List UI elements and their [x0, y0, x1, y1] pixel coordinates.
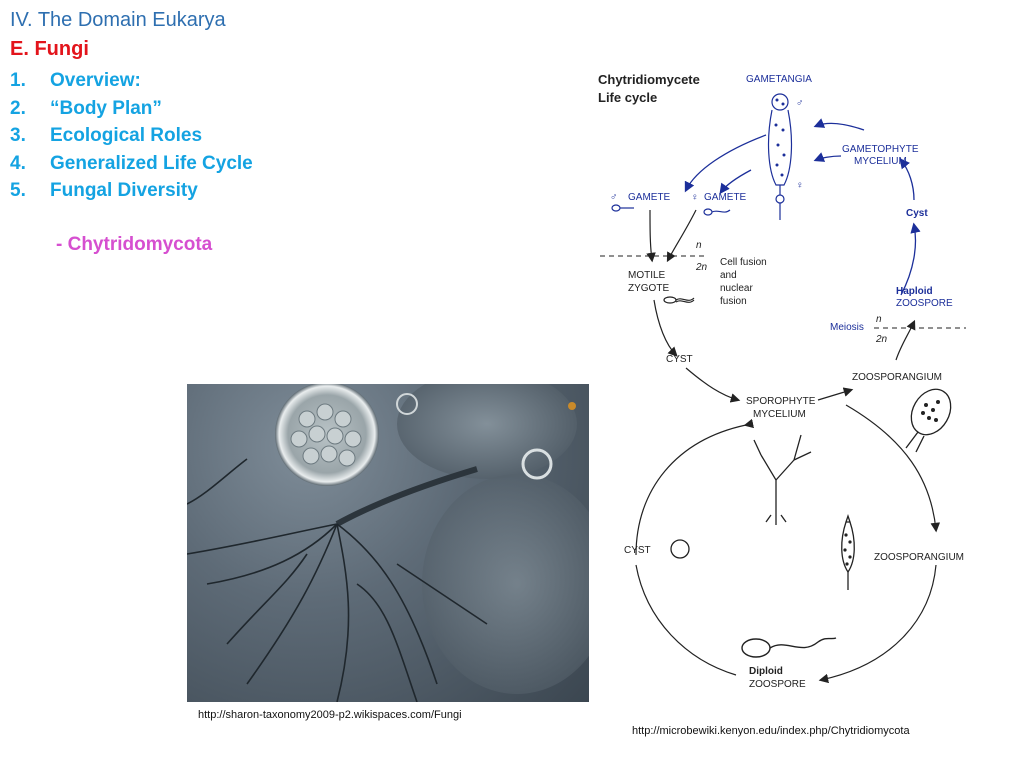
arrow-cyst-up [899, 157, 915, 201]
micrograph-image [187, 384, 589, 702]
label-cyst-lower: CYST [624, 545, 651, 556]
gametangia-drawing [767, 93, 793, 220]
label-haploid: Haploid [896, 286, 933, 297]
arrow-haploid-up [900, 222, 921, 296]
label-zoosporangium-bottom: ZOOSPORANGIUM [874, 552, 964, 563]
arrow-sporophyte-zoosporangium [817, 387, 854, 401]
label-motile-line2: ZYGOTE [628, 283, 669, 294]
label-gametophyte-line1: GAMETOPHYTE [842, 144, 919, 155]
outline-number: 5. [10, 180, 26, 201]
outline-number: 4. [10, 152, 26, 174]
label-sporophyte-line2: MYCELIUM [753, 409, 806, 420]
sporophyte-drawing [753, 434, 812, 525]
arrow-circle-right-upper [845, 404, 941, 533]
outline-item: 5. Fungal Diversity [10, 177, 253, 205]
male-symbol: ♂ [610, 192, 618, 203]
zoosporangium-top-drawing [905, 388, 952, 453]
female-symbol: ♀ [691, 192, 699, 203]
outline-number: 3. [10, 125, 26, 146]
label-fusion-line4: fusion [720, 296, 747, 307]
arrow-zygote-cyst [653, 299, 678, 357]
zoosporangium-bottom-dots [843, 533, 852, 566]
label-fusion-line2: and [720, 270, 737, 281]
arrow-gametophyte-1 [813, 118, 865, 131]
arrow-gamete-male-down [646, 209, 656, 263]
outline-item: 4. Generalized Life Cycle [10, 150, 253, 178]
diploid-zoospore-drawing [741, 637, 837, 658]
arrow-gamete-female-down [666, 209, 697, 263]
label-haploid-zoospore: ZOOSPORE [896, 298, 953, 309]
outline-label: Generalized Life Cycle [50, 152, 253, 174]
arrow-gametangia-male [684, 134, 767, 193]
arrow-meiosis-up [895, 319, 916, 361]
arrow-gametangia-female [719, 169, 752, 195]
label-meiosis: Meiosis [830, 322, 864, 333]
slide-title: IV. The Domain Eukarya [10, 9, 226, 31]
outline-label: Ecological Roles [50, 125, 203, 146]
outline-item: 1. Overview: [10, 67, 253, 95]
label-2n-right: 2n [875, 334, 888, 345]
label-n-right: n [876, 314, 882, 325]
outline-label: “Body Plan” [50, 97, 162, 119]
label-zoosporangium-top: ZOOSPORANGIUM [852, 372, 942, 383]
gamete-drawings [611, 204, 731, 216]
label-cyst-haploid: Cyst [906, 208, 928, 219]
label-fusion-line1: Cell fusion [720, 257, 767, 268]
zoosporangium-top-dots [921, 400, 940, 422]
label-gamete-male: GAMETE [628, 192, 671, 203]
arrow-circle-left-lower [635, 564, 737, 676]
label-n-left: n [696, 240, 702, 251]
label-gametophyte-line2: MYCELIUM [854, 156, 907, 167]
diagram-title-line2: Life cycle [598, 90, 657, 105]
outline-label: Overview: [50, 70, 141, 91]
outline-item: 3. Ecological Roles [10, 122, 253, 150]
slide-subtitle: E. Fungi [10, 38, 89, 60]
sub-topic: - Chytridomycota [56, 234, 213, 255]
life-cycle-diagram: Chytridiomycete Life cycle GAMETANGIA ♂ … [596, 60, 1000, 700]
gametangia-dots [774, 98, 786, 177]
label-cyst-upper: CYST [666, 354, 693, 365]
cyst-lower-drawing [670, 539, 690, 559]
arrow-gametophyte-2 [813, 152, 842, 162]
female-symbol-top: ♀ [796, 180, 804, 191]
image-caption-right: http://microbewiki.kenyon.edu/index.php/… [632, 725, 910, 737]
label-diploid: Diploid [749, 666, 783, 677]
label-diploid-zoospore: ZOOSPORE [749, 679, 806, 690]
arrow-circle-left-upper [635, 418, 755, 556]
outline-label: Fungal Diversity [50, 180, 198, 201]
zoosporangium-bottom-drawing [841, 513, 855, 590]
male-symbol-top: ♂ [796, 98, 804, 109]
label-gamete-female: GAMETE [704, 192, 747, 203]
image-caption-left: http://sharon-taxonomy2009-p2.wikispaces… [198, 709, 462, 721]
arrow-circle-right-lower [818, 564, 937, 684]
outline-number: 2. [10, 97, 26, 119]
zygote-drawing [663, 296, 695, 304]
diagram-title-line1: Chytridiomycete [598, 72, 700, 87]
label-motile-line1: MOTILE [628, 270, 666, 281]
outline-item: 2. “Body Plan” [10, 95, 253, 123]
outline-number: 1. [10, 70, 26, 91]
outline-list: 1. Overview: 2. “Body Plan” 3. Ecological R… [10, 67, 253, 205]
label-sporophyte-line1: SPOROPHYTE [746, 396, 816, 407]
label-2n-left: 2n [695, 262, 708, 273]
label-fusion-line3: nuclear [720, 283, 753, 294]
label-gametangia: GAMETANGIA [746, 74, 812, 85]
arrow-cyst-sporophyte [685, 367, 741, 403]
